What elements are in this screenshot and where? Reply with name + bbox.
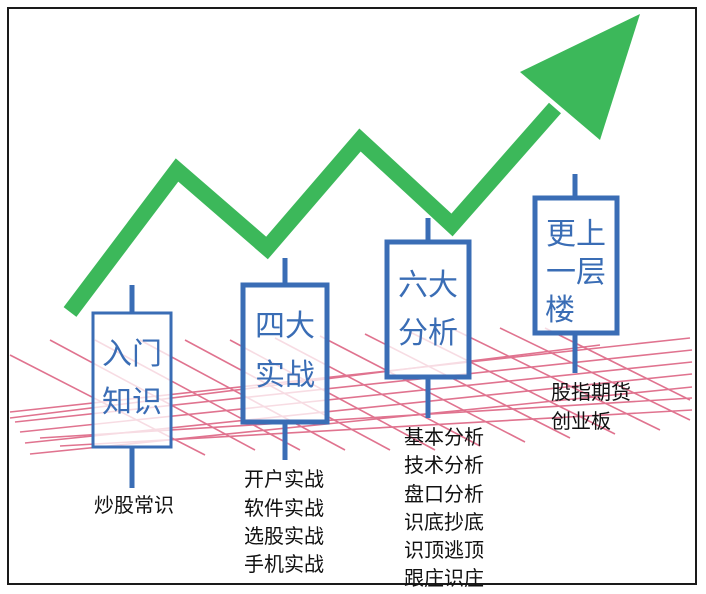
list-item: 创业板: [551, 409, 611, 433]
list-item: 软件实战: [244, 496, 324, 520]
candle-stage-2: 四大 实战: [240, 258, 330, 460]
stage-1-title-line2: 知识: [102, 385, 162, 420]
stage-1-title-line1: 入门: [102, 337, 162, 372]
growth-arrow: [63, 14, 640, 317]
stage-2-title-line1: 四大: [255, 309, 315, 344]
list-item: 跟庄识庄: [404, 566, 484, 590]
stage-1-items: 炒股常识: [94, 493, 174, 517]
candle-stage-3: 六大 分析: [384, 218, 472, 418]
stage-4-title-line2: 一层: [546, 255, 606, 290]
stage-2-title-line2: 实战: [255, 358, 315, 393]
list-item: 识底抄底: [404, 510, 484, 534]
stage-3-title-line1: 六大: [398, 268, 458, 303]
list-item: 基本分析: [404, 425, 484, 449]
list-item: 炒股常识: [94, 493, 174, 517]
list-item: 开户实战: [244, 467, 324, 491]
stage-4-title-line3: 楼: [545, 293, 575, 328]
list-item: 股指期货: [551, 380, 631, 404]
list-item: 盘口分析: [404, 482, 484, 506]
candle-stage-1: 入门 知识: [91, 285, 173, 488]
list-item: 手机实战: [244, 552, 324, 576]
list-item: 技术分析: [404, 453, 484, 477]
list-item: 识顶逃顶: [404, 538, 484, 562]
stage-2-items: 开户实战 软件实战 选股实战 手机实战: [244, 467, 324, 576]
stage-3-title-line2: 分析: [398, 316, 458, 351]
arrow-head-icon: [520, 14, 640, 140]
stage-4-items: 股指期货 创业板: [551, 380, 631, 433]
stage-3-items: 基本分析 技术分析 盘口分析 识底抄底 识顶逃顶 跟庄识庄: [404, 425, 484, 590]
list-item: 选股实战: [244, 524, 324, 548]
stage-4-title-line1: 更上: [546, 217, 606, 252]
candle-stage-4: 更上 一层 楼: [532, 174, 620, 373]
